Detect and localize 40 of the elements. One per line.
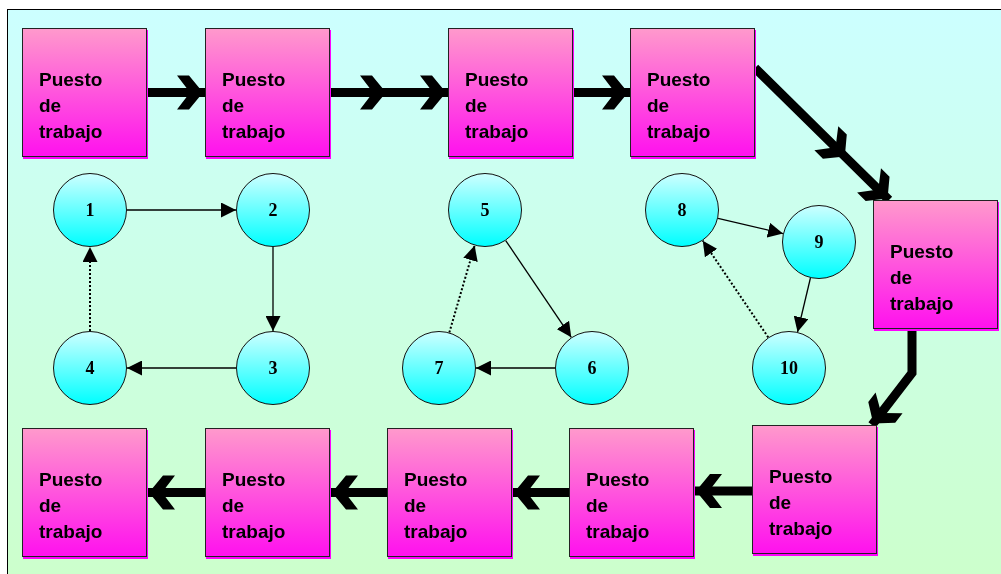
workstation-label: Puesto de trabajo [890, 240, 955, 316]
workstation-label: Puesto de trabajo [404, 468, 469, 544]
step-number: 1 [85, 199, 95, 221]
step-number: 7 [434, 357, 444, 379]
arrow [701, 239, 770, 339]
step-number: 9 [814, 231, 824, 253]
step-number: 2 [268, 199, 278, 221]
workstation-box [22, 28, 147, 157]
workstation-box [630, 28, 755, 157]
arrow [717, 217, 784, 238]
workstation-label: Puesto de trabajo [39, 68, 104, 144]
step-number: 8 [677, 199, 687, 221]
workstation-label: Puesto de trabajo [465, 68, 530, 144]
workstation-box [752, 425, 877, 554]
workstation-box [448, 28, 573, 157]
arrow [475, 360, 556, 376]
workstation-label: Puesto de trabajo [769, 465, 834, 541]
step-number: 3 [268, 357, 278, 379]
workstation-box [873, 200, 998, 329]
workstation-box [205, 28, 330, 157]
workstation-label: Puesto de trabajo [586, 468, 651, 544]
arrow [82, 246, 98, 332]
step-number: 10 [780, 357, 798, 379]
arrow [126, 202, 237, 218]
workstation-box [22, 428, 147, 557]
arrow [505, 240, 572, 338]
step-number: 6 [587, 357, 597, 379]
workstation-box [387, 428, 512, 557]
step-number: 4 [85, 357, 95, 379]
workstation-label: Puesto de trabajo [222, 68, 287, 144]
workstation-box [569, 428, 694, 557]
arrow [448, 244, 478, 334]
arrow [265, 246, 281, 332]
workstation-label: Puesto de trabajo [222, 468, 287, 544]
workstation-box [205, 428, 330, 557]
step-number: 5 [480, 199, 490, 221]
workstation-label: Puesto de trabajo [647, 68, 712, 144]
arrow [793, 277, 812, 333]
arrow [126, 360, 237, 376]
workstation-label: Puesto de trabajo [39, 468, 104, 544]
